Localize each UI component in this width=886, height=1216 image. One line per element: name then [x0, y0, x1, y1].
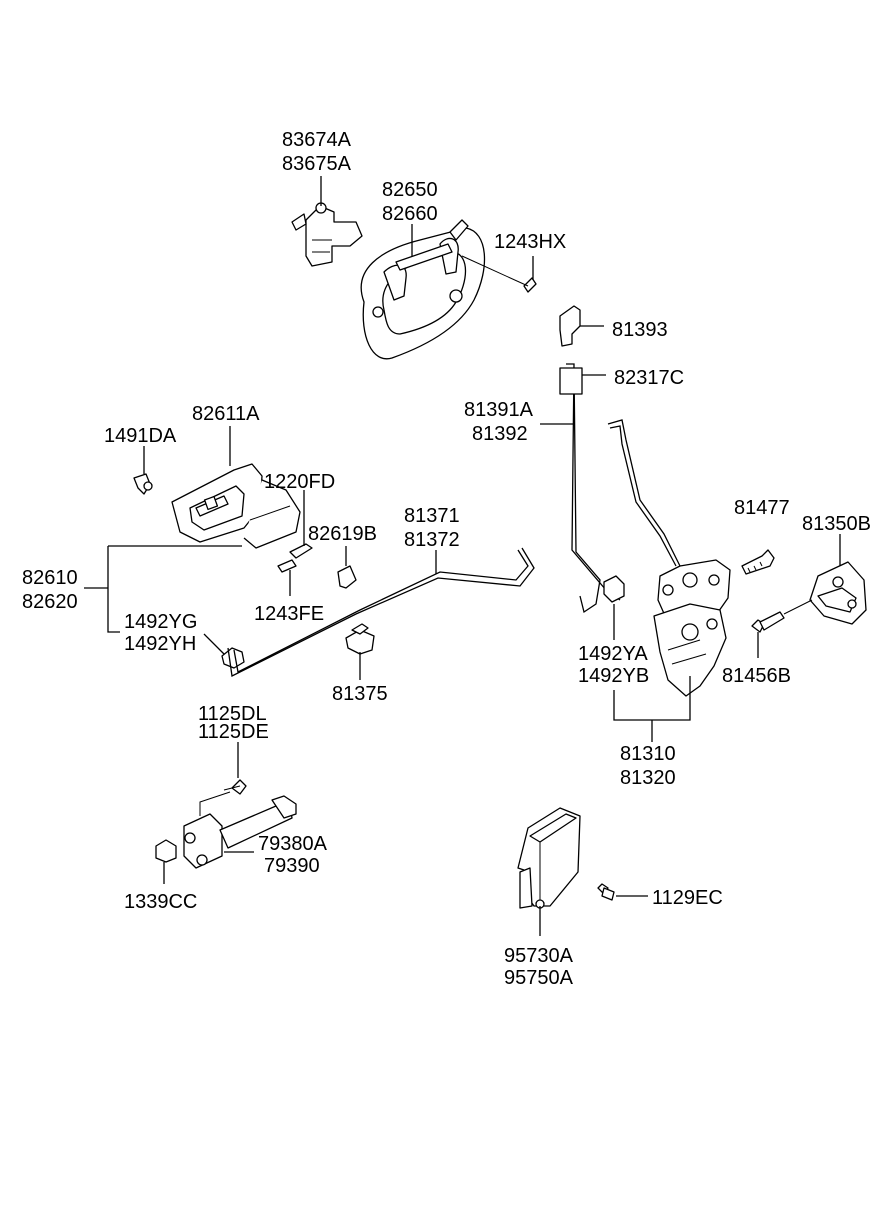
- label-1492yh: 1492YH: [124, 633, 196, 655]
- label-1491da: 1491DA: [104, 425, 177, 447]
- outside-handle-part[interactable]: [360, 219, 486, 360]
- screw-81456b-part[interactable]: [751, 599, 813, 633]
- outside-handle-cover-part[interactable]: [291, 202, 363, 267]
- label-82317c: 82317C: [614, 367, 684, 389]
- label-82650: 82650: [382, 179, 438, 201]
- label-1243fe: 1243FE: [254, 603, 324, 625]
- label-79380a: 79380A: [258, 833, 328, 855]
- label-81456b: 81456B: [722, 665, 791, 687]
- label-1492ya: 1492YA: [578, 643, 648, 665]
- label-81350b: 81350B: [802, 513, 871, 535]
- nut-1339cc-part[interactable]: [155, 839, 177, 863]
- label-1220fd: 1220FD: [264, 471, 335, 493]
- label-1492yg: 1492YG: [124, 611, 197, 633]
- label-83674a: 83674A: [282, 129, 352, 151]
- rod-81391a-part[interactable]: [559, 363, 621, 614]
- label-81392: 81392: [472, 423, 528, 445]
- label-1492yb: 1492YB: [578, 665, 649, 687]
- label-95730a: 95730A: [504, 945, 574, 967]
- screw-1243hx-part[interactable]: [461, 255, 537, 293]
- screw-1129ec-part[interactable]: [597, 883, 615, 901]
- leader-1492yg: [203, 633, 225, 655]
- door-latch-81310-part[interactable]: [653, 559, 731, 697]
- label-82610: 82610: [22, 567, 78, 589]
- label-82619b: 82619B: [308, 523, 377, 545]
- pad-82619b-part[interactable]: [337, 565, 357, 589]
- rod-clip-81393-part[interactable]: [559, 305, 581, 347]
- label-82611a: 82611A: [192, 403, 260, 425]
- nut-1492yg-part[interactable]: [221, 647, 245, 669]
- label-1125de: 1125DE: [198, 721, 269, 743]
- label-79390: 79390: [264, 855, 320, 877]
- screw-81477-part[interactable]: [741, 549, 775, 575]
- label-1243hx: 1243HX: [494, 231, 566, 253]
- clip-1492ya-part[interactable]: [603, 575, 625, 603]
- label-81375: 81375: [332, 683, 388, 705]
- striker-81350b-part[interactable]: [809, 561, 867, 625]
- label-1129ec: 1129EC: [652, 887, 723, 909]
- latch-rod-part[interactable]: [607, 419, 681, 567]
- inside-handle-82610-part[interactable]: [171, 463, 301, 549]
- label-81477: 81477: [734, 497, 790, 519]
- leader-screw-checker: [199, 791, 231, 816]
- label-82660: 82660: [382, 203, 438, 225]
- label-81372: 81372: [404, 529, 460, 551]
- label-1125dl: 1125DL: [198, 703, 267, 725]
- actuator-95730a-part[interactable]: [517, 807, 581, 909]
- door-checker-79380a-part[interactable]: [183, 779, 297, 869]
- clip-1491da-part[interactable]: [133, 473, 153, 495]
- label-81320: 81320: [620, 767, 676, 789]
- rod-81371-part[interactable]: [227, 547, 535, 677]
- label-81310: 81310: [620, 743, 676, 765]
- label-95750a: 95750A: [504, 967, 574, 989]
- label-81391a: 81391A: [464, 399, 534, 421]
- clip-81375-part[interactable]: [345, 623, 375, 655]
- screw-1243fe-part[interactable]: [277, 559, 297, 573]
- label-81393: 81393: [612, 319, 668, 341]
- screw-1220fd-part[interactable]: [289, 543, 313, 559]
- label-81371: 81371: [404, 505, 460, 527]
- label-82620: 82620: [22, 591, 78, 613]
- bracket-82610: [107, 545, 242, 633]
- label-83675a: 83675A: [282, 153, 352, 175]
- label-1339cc: 1339CC: [124, 891, 197, 913]
